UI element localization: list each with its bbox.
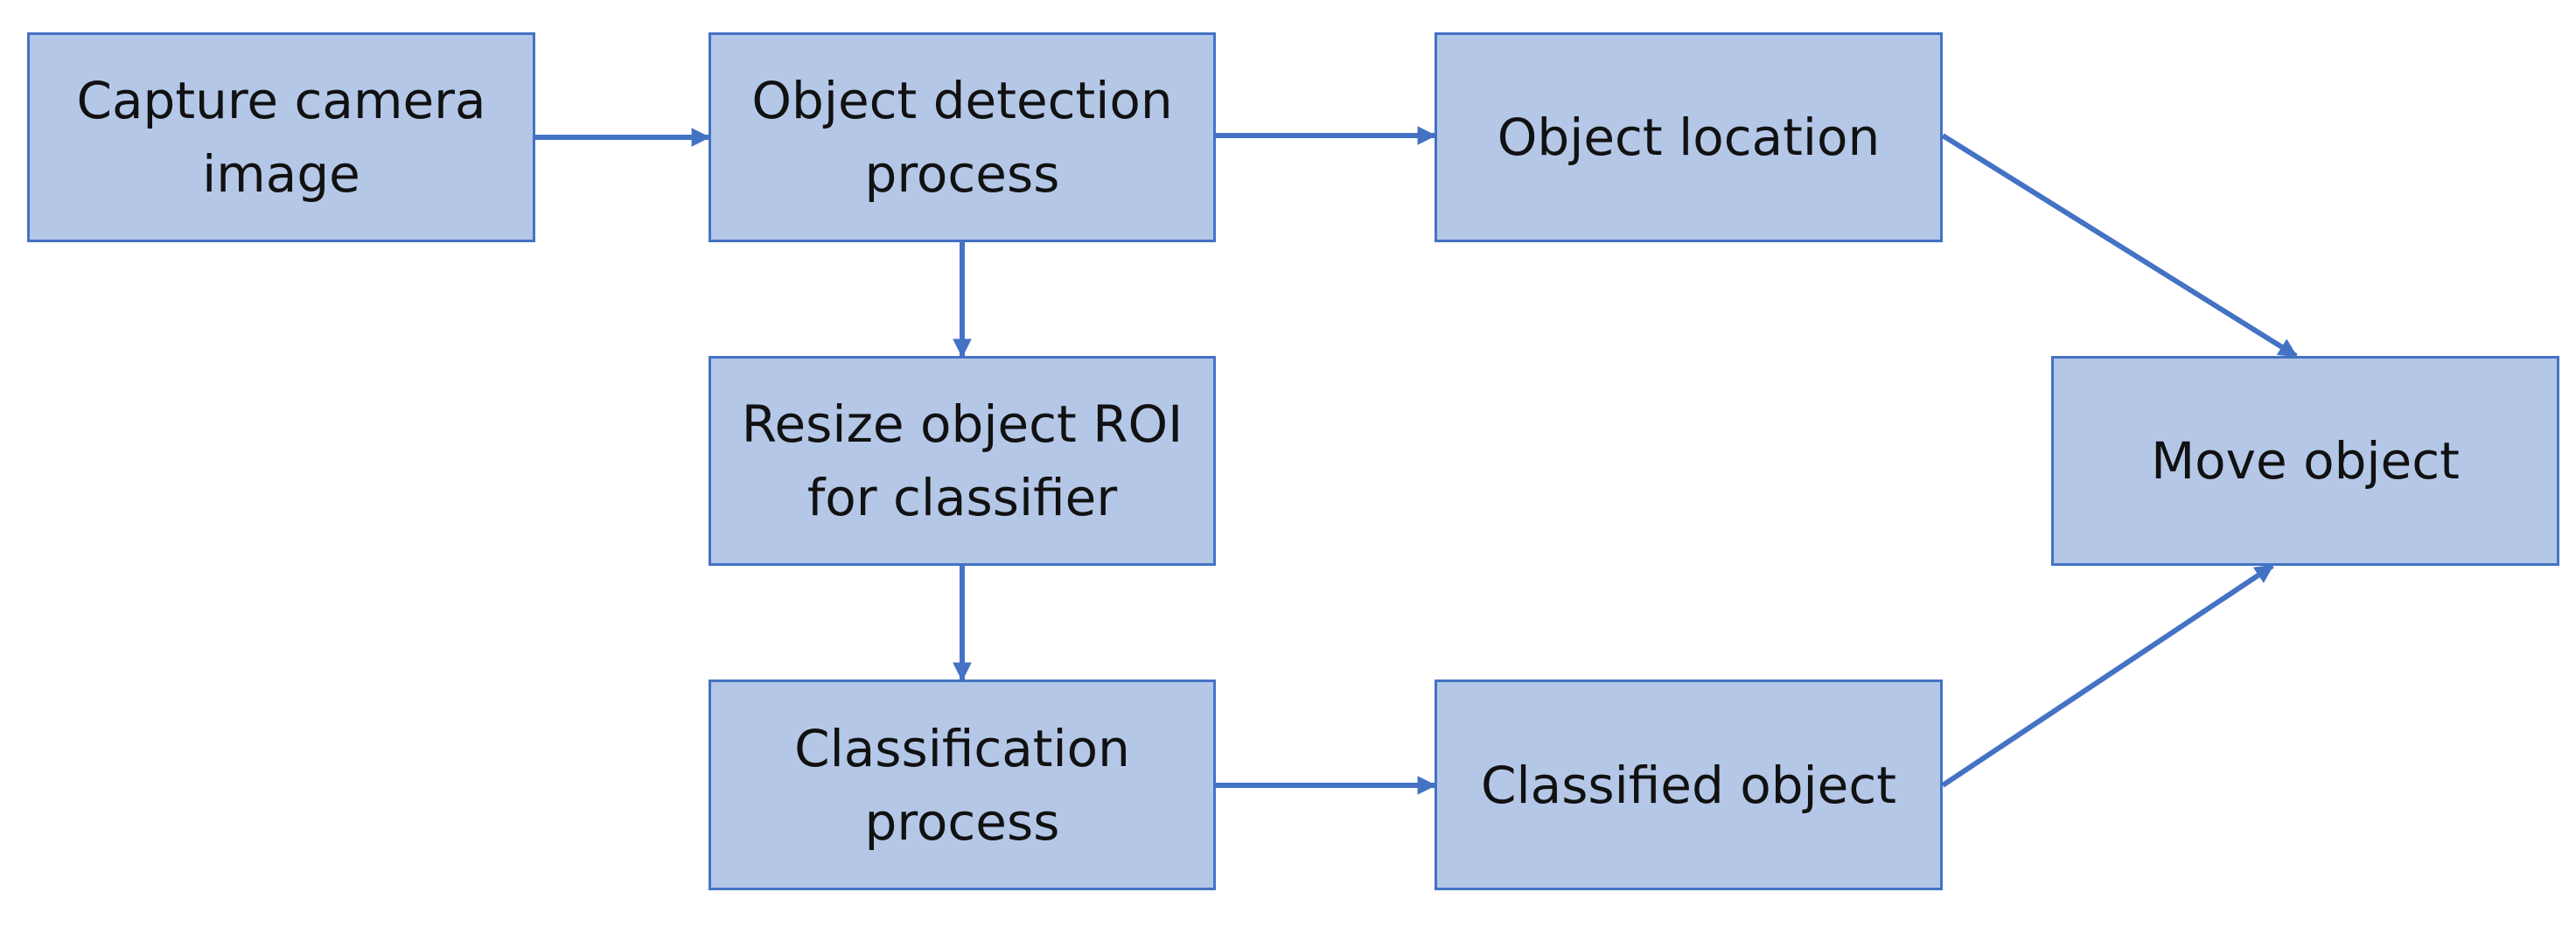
node-label: Classification process	[794, 718, 1130, 852]
arrow-location-to-move	[1941, 133, 2298, 359]
node-object-detection-process: Object detection process	[709, 32, 1216, 242]
node-label: Resize object ROI for classifier	[741, 394, 1183, 527]
node-capture-camera-image: Capture camera image	[27, 32, 535, 242]
node-object-location: Object location	[1435, 32, 1943, 242]
node-label: Object location	[1497, 108, 1881, 167]
node-classified-object: Classified object	[1435, 680, 1943, 890]
node-move-object: Move object	[2051, 356, 2559, 566]
node-label: Object detection process	[751, 71, 1173, 204]
node-classification-process: Classification process	[709, 680, 1216, 890]
node-label: Move object	[2151, 431, 2460, 491]
node-label: Classified object	[1481, 755, 1896, 815]
node-label: Capture camera image	[76, 71, 486, 204]
node-resize-object-roi: Resize object ROI for classifier	[709, 356, 1216, 566]
arrow-classified-to-move	[1941, 563, 2274, 788]
